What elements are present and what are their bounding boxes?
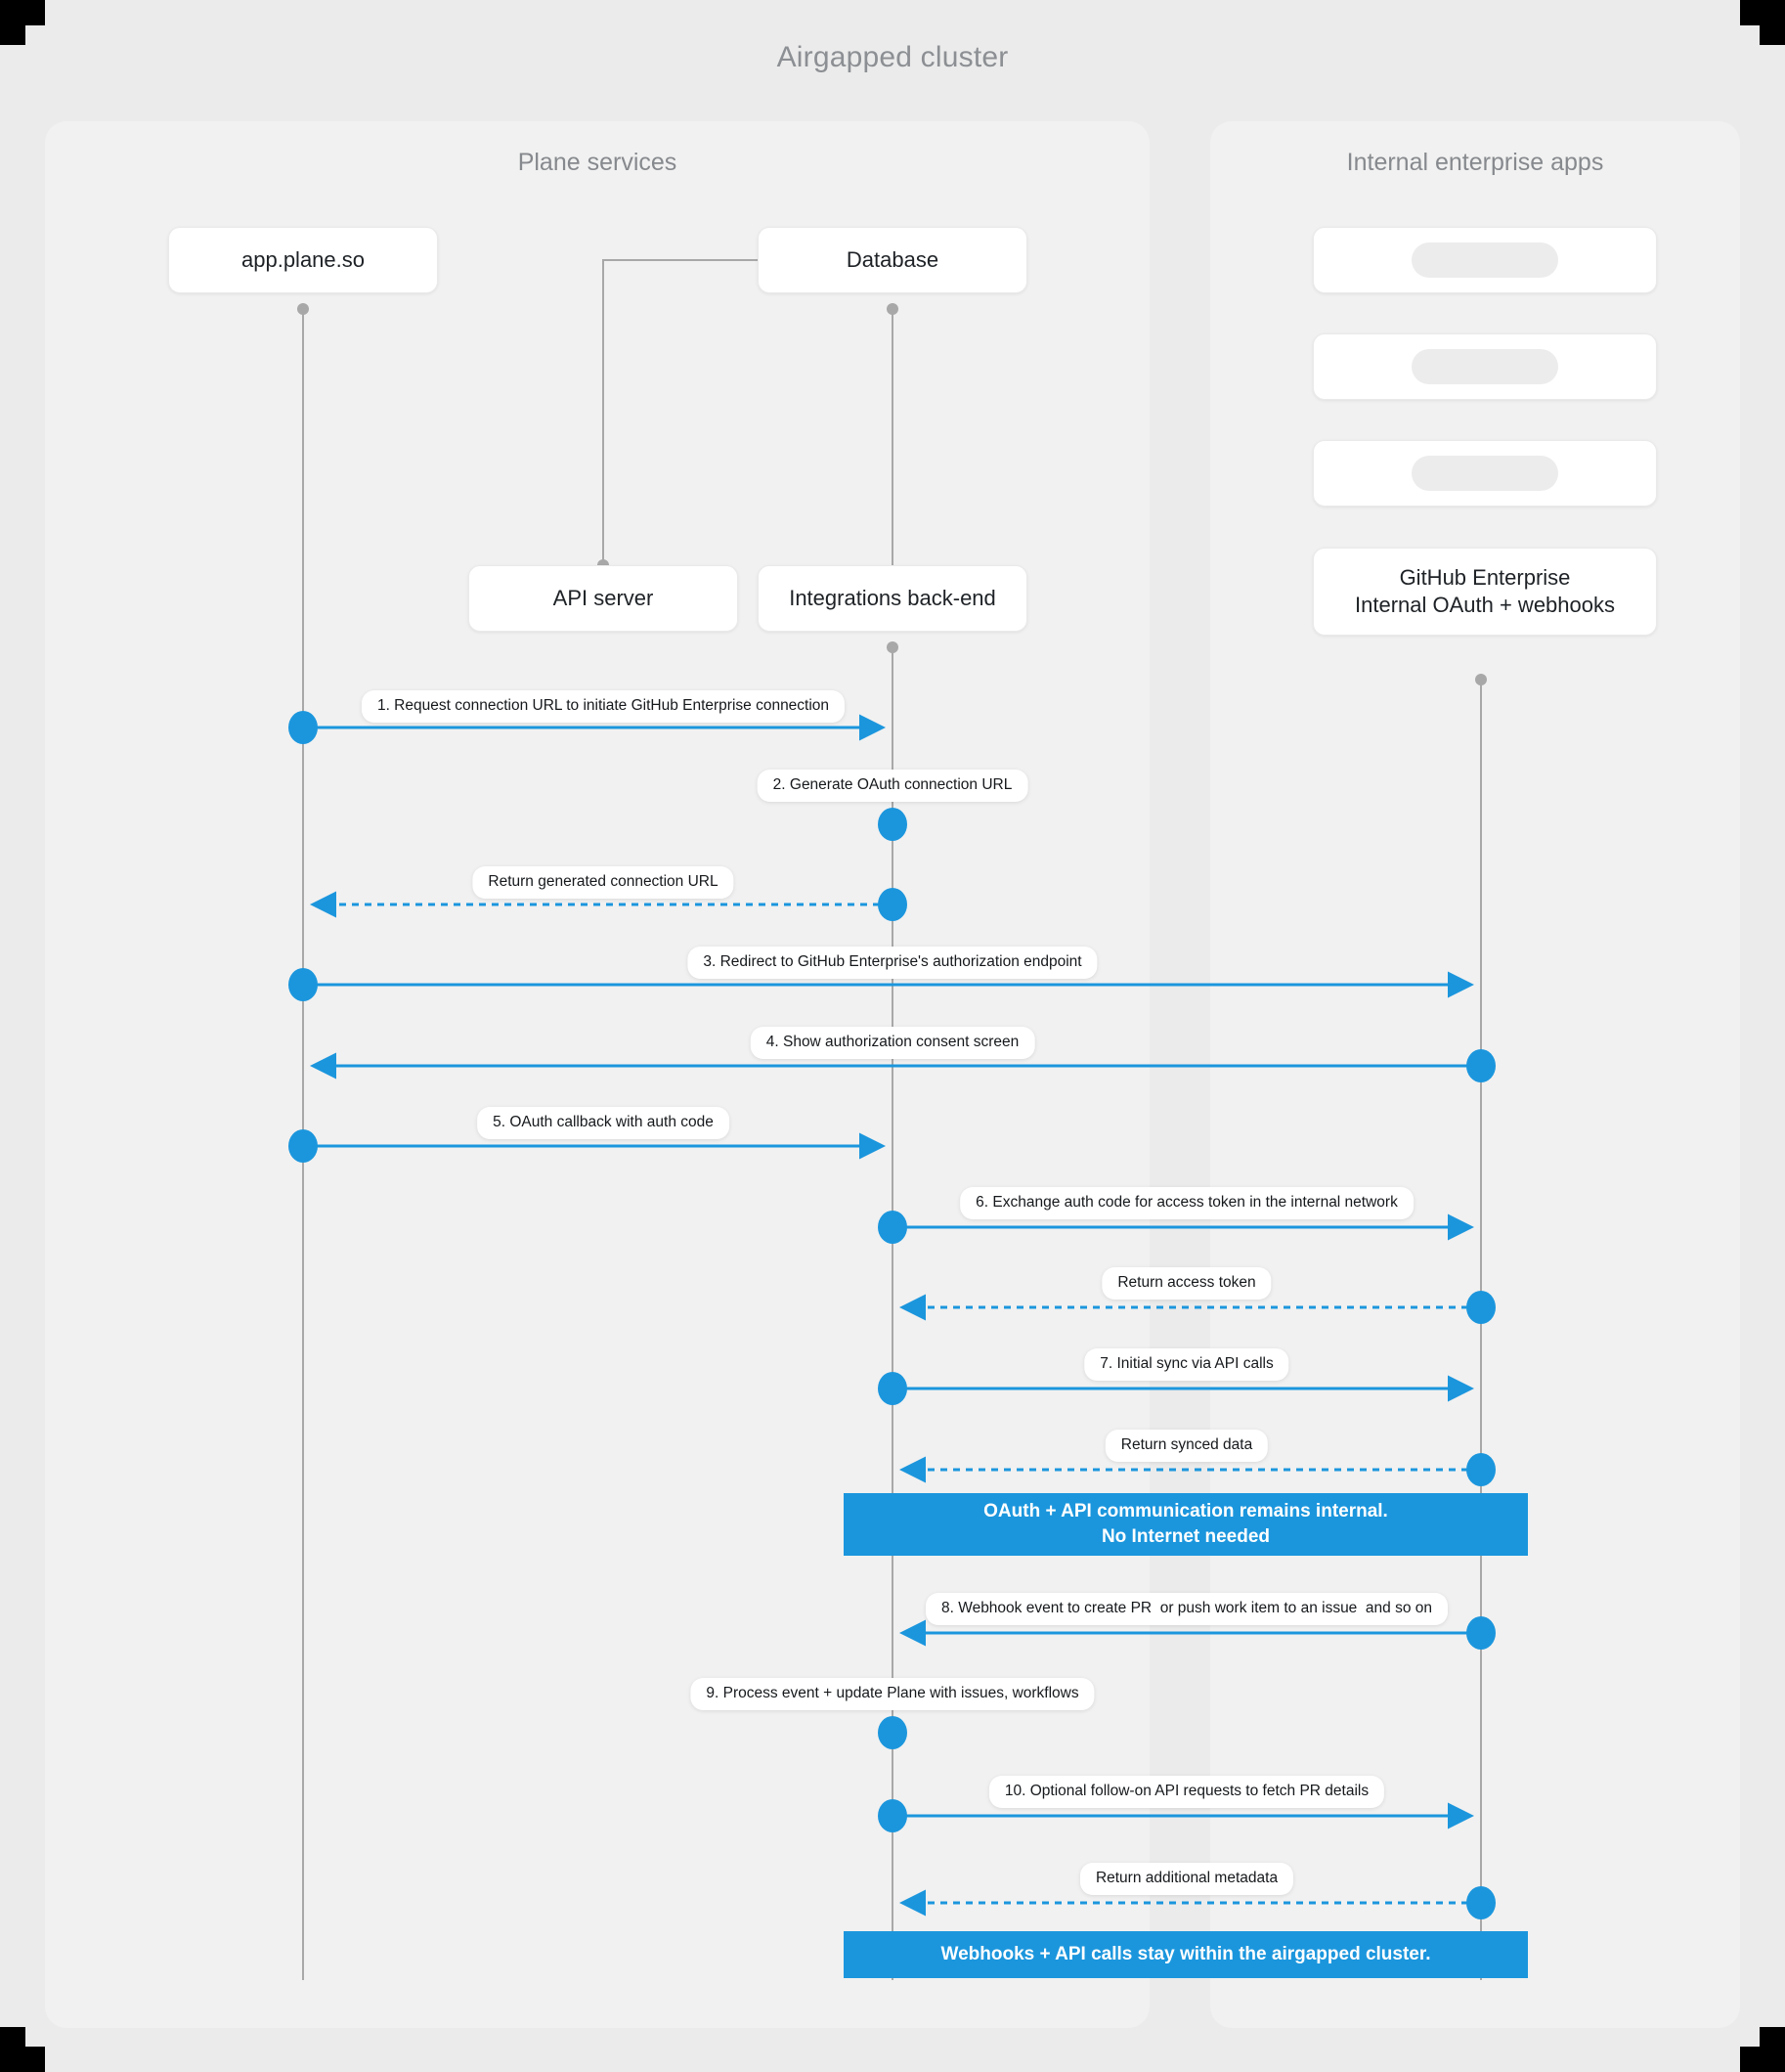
actor-placeholder-1[interactable]: [1313, 227, 1657, 293]
note-1-line-1: OAuth + API communication remains intern…: [983, 1501, 1388, 1522]
actor-label-integrations-backend: Integrations back-end: [789, 585, 996, 610]
crop-mark-top-right: [1740, 0, 1785, 45]
message-label-3: 3. Redirect to GitHub Enterprise's autho…: [687, 947, 1098, 979]
message-label-9: 9. Process event + update Plane with iss…: [690, 1678, 1095, 1710]
message-label-1: 1. Request connection URL to initiate Gi…: [361, 690, 846, 723]
note-2-line-1: Webhooks + API calls stay within the air…: [940, 1944, 1431, 1965]
message-label-return-additional-metadata: Return additional metadata: [1079, 1863, 1294, 1895]
actor-database[interactable]: Database: [758, 227, 1027, 293]
message-label-6: 6. Exchange auth code for access token i…: [960, 1187, 1414, 1219]
crop-mark-bottom-right: [1740, 2027, 1785, 2072]
message-label-8: 8. Webhook event to create PR or push wo…: [925, 1593, 1449, 1625]
group-title-internal-enterprise-apps: Internal enterprise apps: [1346, 149, 1604, 176]
message-label-return-synced-data: Return synced data: [1105, 1430, 1269, 1462]
actor-label-github-enterprise-line1: GitHub Enterprise: [1399, 564, 1571, 590]
message-label-7: 7. Initial sync via API calls: [1084, 1348, 1289, 1381]
actor-label-api-server: API server: [552, 585, 654, 610]
skeleton-bar-icon: [1412, 349, 1558, 384]
actor-integrations-backend[interactable]: Integrations back-end: [758, 565, 1027, 632]
note-banner-webhooks-internal: Webhooks + API calls stay within the air…: [844, 1931, 1528, 1978]
actor-api-server[interactable]: API server: [468, 565, 738, 632]
message-label-5: 5. OAuth callback with auth code: [477, 1107, 729, 1139]
actor-github-enterprise[interactable]: GitHub Enterprise Internal OAuth + webho…: [1313, 548, 1657, 636]
skeleton-bar-icon: [1412, 456, 1558, 491]
actor-label-github-enterprise-line2: Internal OAuth + webhooks: [1355, 593, 1615, 617]
actor-label-database: Database: [846, 246, 939, 272]
crop-mark-bottom-left: [0, 2027, 45, 2072]
actor-placeholder-3[interactable]: [1313, 440, 1657, 507]
group-panel-plane-services: Plane services: [45, 121, 1150, 2028]
crop-mark-top-left: [0, 0, 45, 45]
message-label-2: 2. Generate OAuth connection URL: [757, 770, 1028, 802]
message-label-return-access-token: Return access token: [1102, 1267, 1272, 1300]
group-title-plane-services: Plane services: [517, 149, 677, 176]
actor-placeholder-2[interactable]: [1313, 333, 1657, 400]
skeleton-bar-icon: [1412, 242, 1558, 278]
message-label-10: 10. Optional follow-on API requests to f…: [988, 1776, 1385, 1808]
note-1-line-2: No Internet needed: [1101, 1526, 1271, 1547]
message-label-return-connection-url: Return generated connection URL: [472, 866, 734, 899]
group-panel-internal-enterprise-apps: Internal enterprise apps: [1210, 121, 1740, 2028]
message-label-4: 4. Show authorization consent screen: [750, 1027, 1035, 1059]
actor-label-app-plane-so: app.plane.so: [241, 246, 365, 272]
diagram-title: Airgapped cluster: [776, 41, 1009, 73]
actor-app-plane-so[interactable]: app.plane.so: [168, 227, 438, 293]
note-banner-oauth-internal: OAuth + API communication remains intern…: [844, 1493, 1528, 1556]
